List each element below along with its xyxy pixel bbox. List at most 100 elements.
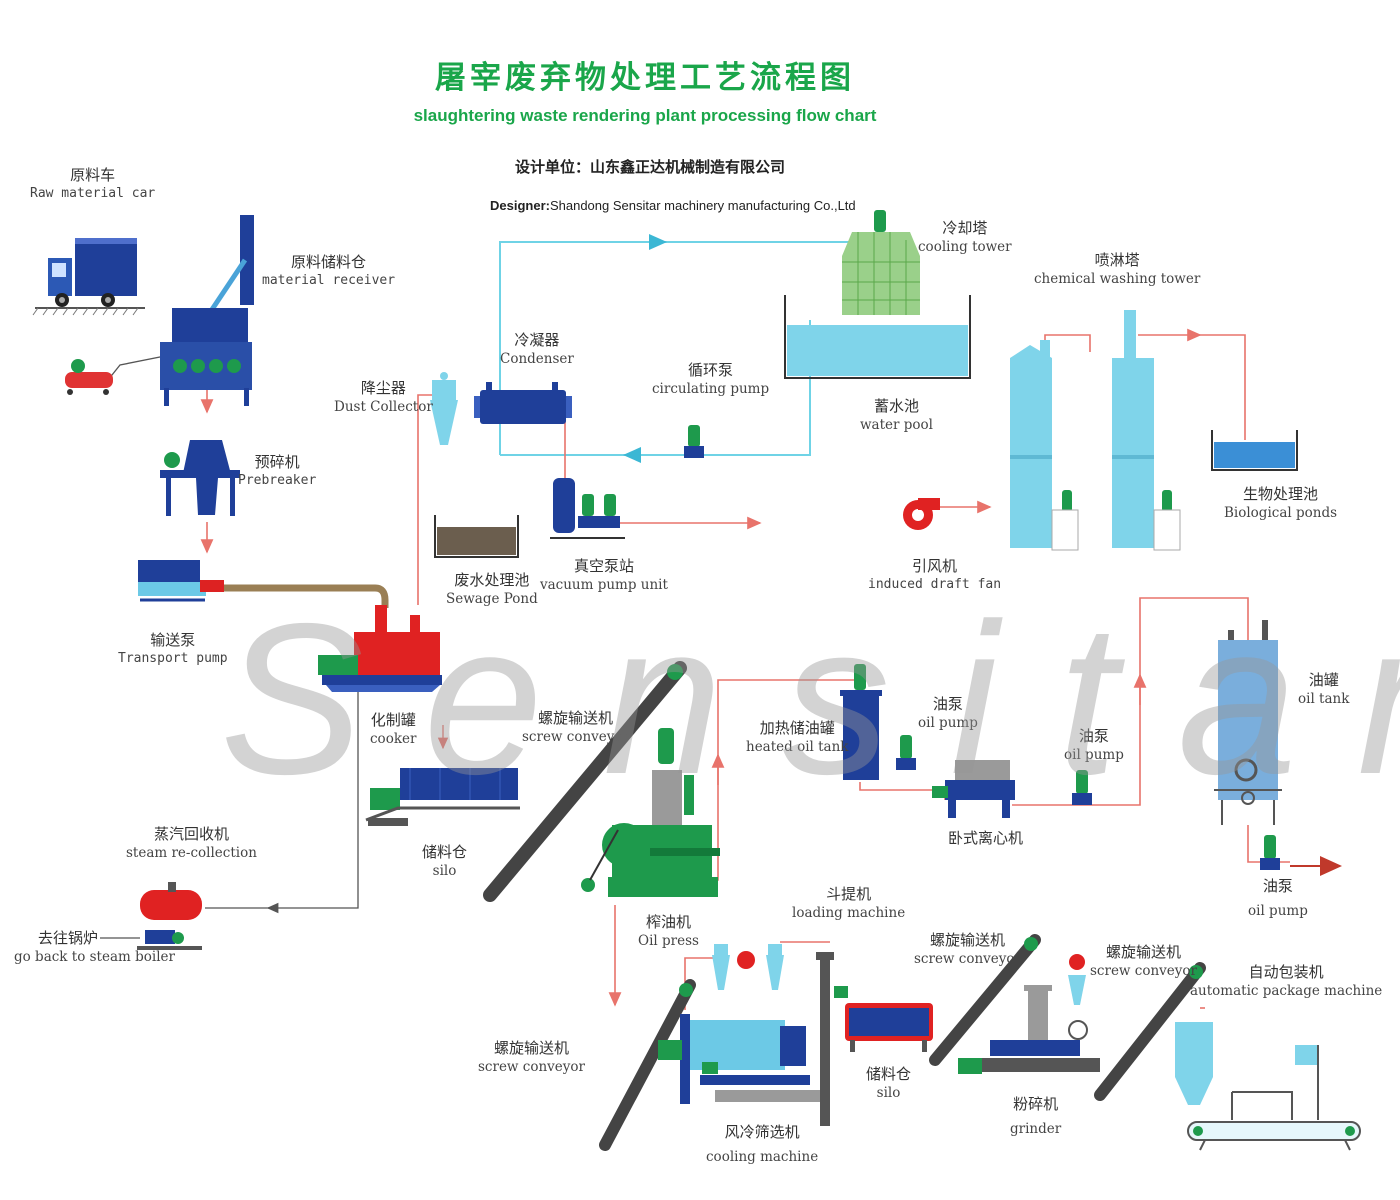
prebreaker-cn: 预碎机: [254, 453, 300, 471]
air-compressor-icon: [65, 359, 113, 395]
steam-boiler-cn: 去往锅炉: [38, 929, 99, 947]
label-oil-tank: 油罐 oil tank: [1298, 670, 1349, 708]
cooker-icon: [318, 605, 442, 692]
cooling-machine-cn: 风冷筛选机: [724, 1123, 800, 1141]
induced-draft-fan-en: induced draft fan: [868, 577, 1002, 593]
transport-pump-cn: 输送泵: [150, 631, 196, 649]
title-chinese: 屠宰废弃物处理工艺流程图: [435, 60, 855, 96]
biological-ponds-cn: 生物处理池: [1243, 485, 1319, 503]
label-loading-machine: 斗提机 loading machine: [792, 884, 905, 922]
silo-1-en: silo: [432, 863, 457, 880]
circulating-pump-en: circulating pump: [652, 381, 770, 398]
cooling-tower-icon: [842, 210, 920, 315]
title-english: slaughtering waste rendering plant proce…: [413, 106, 877, 125]
steam-recollection-icon: [137, 882, 202, 950]
chemical-washing-tower-en: chemical washing tower: [1034, 271, 1201, 288]
cooker-en: cooker: [370, 731, 417, 748]
screw-conveyor-2-en: screw conveyor: [478, 1059, 585, 1076]
grinder-en: grinder: [1010, 1121, 1062, 1138]
condenser-icon: [474, 382, 572, 424]
biological-ponds-en: Biological ponds: [1224, 505, 1338, 522]
cooker-cn: 化制罐: [370, 711, 416, 729]
dust-collector-en: Dust Collector: [334, 399, 433, 416]
automatic-package-machine-icon: [1175, 1022, 1361, 1151]
designer-chinese: 设计单位：山东鑫正达机械制造有限公司: [515, 158, 786, 176]
vacuum-pump-unit-icon: [550, 478, 625, 539]
steam-boiler-en: go back to steam boiler: [14, 949, 175, 966]
steam-recollection-en: steam re-collection: [126, 845, 257, 862]
screw-conveyor-1-en: screw conveyor: [522, 729, 629, 746]
label-material-receiver: 原料储料仓 material receiver: [262, 252, 395, 290]
grinder-icon: [958, 954, 1100, 1074]
label-oil-press: 榨油机 Oil press: [638, 912, 699, 950]
label-vacuum-pump-unit: 真空泵站 vacuum pump unit: [540, 556, 668, 594]
transport-pump-en: Transport pump: [118, 651, 228, 667]
induced-draft-fan-cn: 引风机: [912, 557, 958, 575]
designer-label: Designer:: [490, 198, 550, 213]
biological-ponds-icon: [1211, 430, 1298, 471]
automatic-package-machine-en: automatic package machine: [1190, 983, 1383, 1000]
washing-tower-icon: [1010, 310, 1181, 551]
silo-2-cn: 储料仓: [866, 1065, 912, 1083]
label-automatic-package-machine: 自动包装机 automatic package machine: [1190, 962, 1382, 1000]
oil-press-cn: 榨油机: [645, 913, 691, 931]
automatic-package-machine-cn: 自动包装机: [1248, 963, 1324, 981]
label-heated-oil-tank: 加热储油罐 heated oil tank: [746, 718, 848, 756]
cooling-tower-en: cooling tower: [918, 239, 1012, 256]
oil-pump-3-icon: [1260, 835, 1280, 870]
silo-2-en: silo: [876, 1085, 901, 1102]
water-pool-cn: 蓄水池: [873, 397, 919, 415]
horizontal-centrifuge-icon: [932, 760, 1015, 818]
loading-machine-cn: 斗提机: [826, 885, 872, 903]
transport-pump-icon: [138, 560, 224, 602]
screw-conveyor-4-cn: 螺旋输送机: [1105, 943, 1181, 961]
designer-company: Shandong Sensitar machinery manufacturin…: [549, 198, 856, 213]
vacuum-pump-unit-en: vacuum pump unit: [540, 577, 668, 594]
dust-collector-icon: [430, 372, 458, 445]
designer-english: Designer:Shandong Sensitar machinery man…: [490, 198, 856, 213]
label-transport-pump: 输送泵 Transport pump: [118, 630, 228, 668]
label-raw-material-car: 原料车 Raw material car: [30, 165, 155, 203]
label-cooling-machine: 风冷筛选机 cooling machine: [706, 1122, 818, 1166]
label-prebreaker: 预碎机 Prebreaker: [238, 452, 316, 490]
cyclones-icon: [712, 944, 784, 990]
silo-1-cn: 储料仓: [422, 843, 468, 861]
label-steam-recollection: 蒸汽回收机 steam re-collection: [126, 824, 257, 862]
oil-tank-en: oil tank: [1298, 691, 1350, 708]
induced-draft-fan-icon: [903, 498, 940, 530]
oil-pump-3-cn: 油泵: [1262, 877, 1293, 895]
screw-conveyor-1-icon: [483, 661, 687, 902]
condenser-cn: 冷凝器: [514, 331, 560, 349]
label-dust-collector: 降尘器 Dust Collector: [334, 378, 433, 416]
loading-machine-icon: [816, 952, 848, 1126]
label-biological-ponds: 生物处理池 Biological ponds: [1224, 484, 1337, 522]
screw-conveyor-1-cn: 螺旋输送机: [537, 709, 613, 727]
label-screw-conveyor-3: 螺旋输送机 screw conveyor: [914, 930, 1021, 968]
cooling-tower-cn: 冷却塔: [942, 219, 988, 237]
heated-oil-tank-en: heated oil tank: [746, 739, 849, 756]
label-grinder: 粉碎机 grinder: [1010, 1094, 1061, 1138]
label-water-pool: 蓄水池 water pool: [860, 396, 933, 434]
prebreaker-en: Prebreaker: [238, 473, 317, 489]
water-pool-en: water pool: [860, 417, 933, 434]
screw-conveyor-3-cn: 螺旋输送机: [929, 931, 1005, 949]
horizontal-centrifuge-cn: 卧式离心机: [948, 829, 1024, 847]
heated-oil-tank-icon: [840, 664, 882, 780]
condenser-en: Condenser: [500, 351, 574, 368]
material-receiver-en: material receiver: [262, 273, 396, 289]
label-oil-pump-2: 油泵 oil pump: [1064, 726, 1124, 764]
vacuum-pump-unit-cn: 真空泵站: [573, 557, 634, 575]
material-receiver-icon: [160, 215, 254, 406]
cooling-machine-icon: [658, 1014, 825, 1104]
steam-recollection-cn: 蒸汽回收机: [153, 825, 229, 843]
cooling-machine-en: cooling machine: [706, 1149, 819, 1166]
sewage-pond-cn: 废水处理池: [454, 571, 530, 589]
truck-icon: [32, 238, 145, 316]
oil-pump-2-cn: 油泵: [1078, 727, 1109, 745]
oil-pump-2-icon: [1072, 770, 1092, 805]
oil-pump-3-en: oil pump: [1248, 903, 1308, 920]
transport-pipe: [222, 584, 389, 608]
prebreaker-icon: [160, 440, 240, 516]
label-oil-pump-1: 油泵 oil pump: [918, 694, 978, 732]
